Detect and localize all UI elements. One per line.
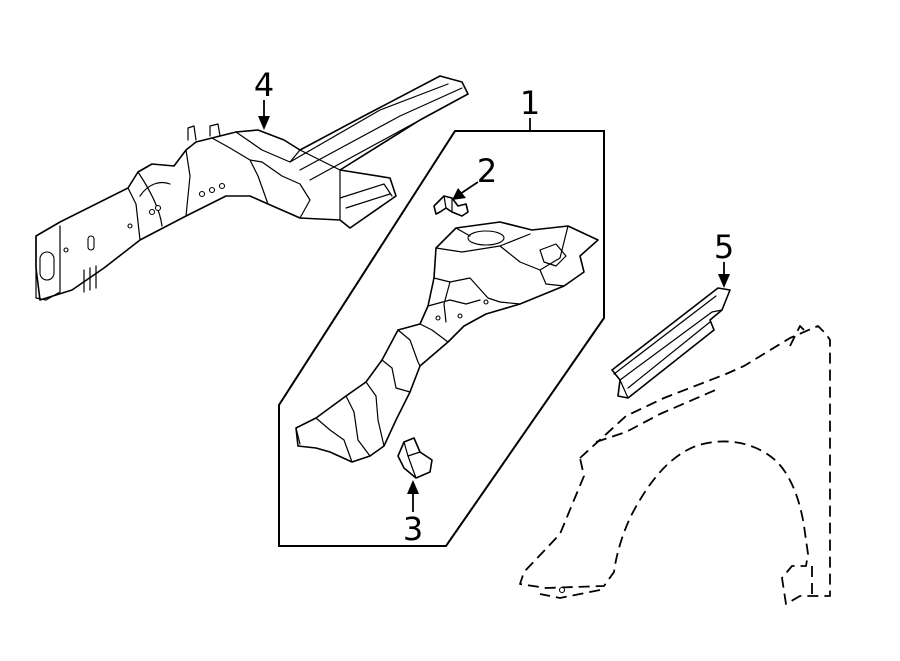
callout-1: 1 (520, 84, 540, 122)
clip-part-2[interactable] (433, 195, 469, 217)
reinforcement-part-5[interactable] (611, 287, 731, 399)
callout-2: 2 (477, 152, 497, 190)
leader-lines (258, 100, 730, 512)
callout-4: 4 (254, 66, 274, 104)
fender-outline (519, 325, 831, 605)
apron-assembly-part-1[interactable] (295, 221, 599, 463)
callout-5: 5 (714, 228, 734, 266)
bracket-part-3[interactable] (397, 437, 433, 479)
callout-3: 3 (403, 510, 423, 548)
frame-rail-part-4[interactable] (35, 75, 469, 301)
